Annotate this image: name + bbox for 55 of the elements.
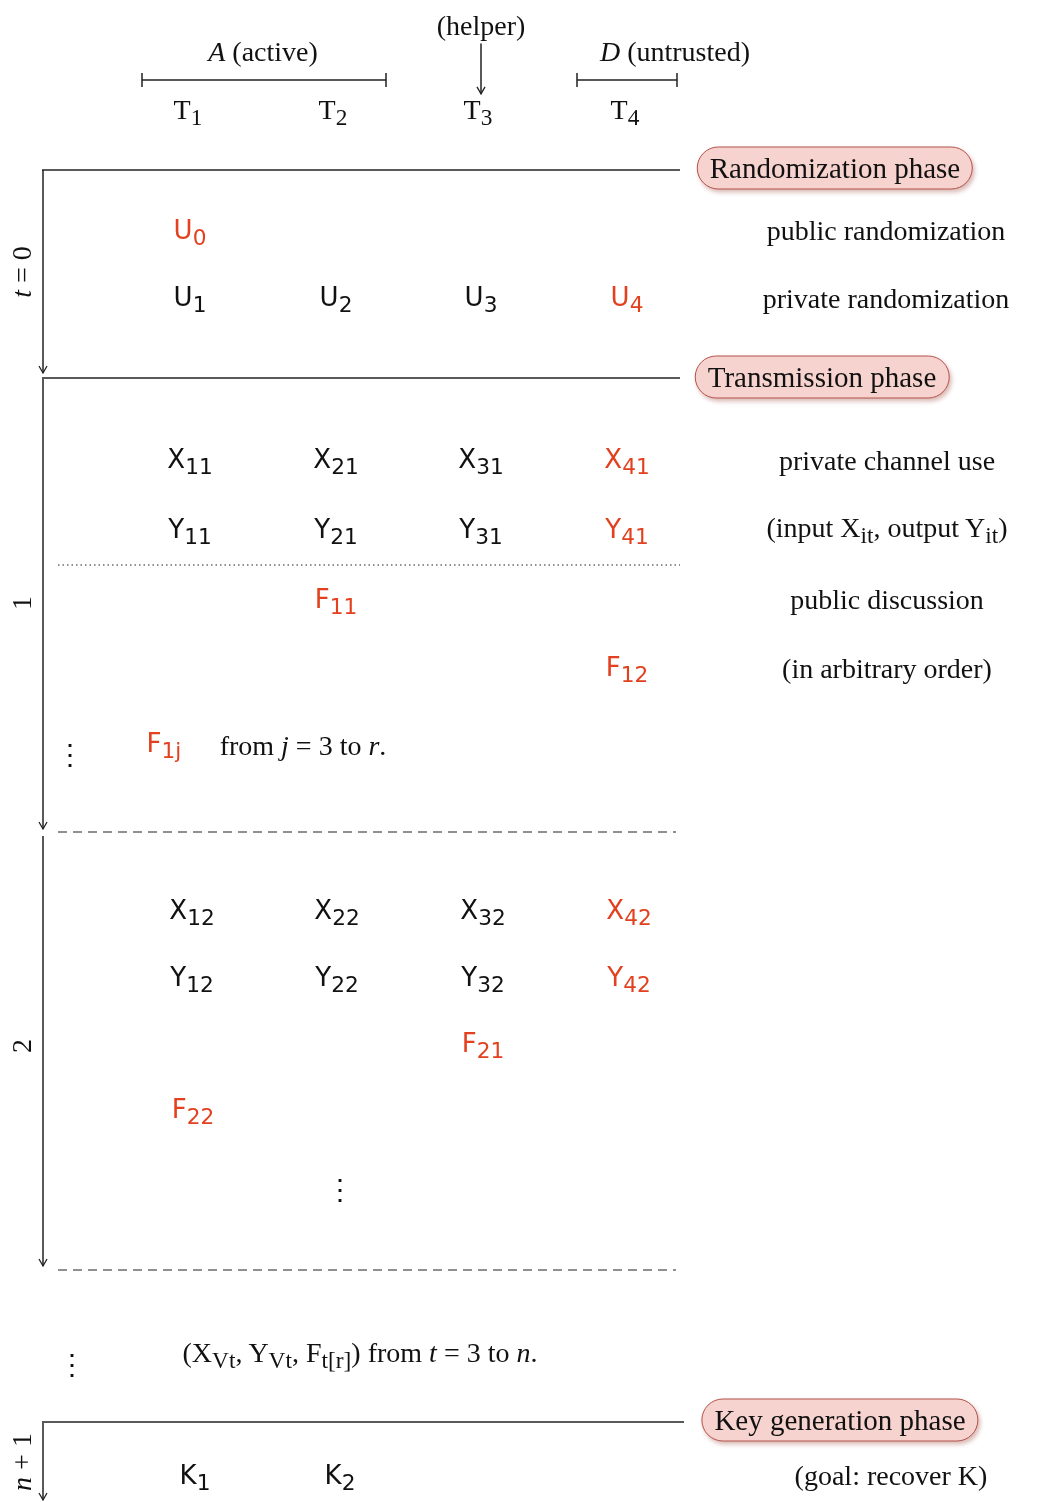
- variable-label: U$_{3}$: [464, 283, 498, 317]
- time-label: 2: [6, 1039, 38, 1053]
- step-description: public discussion: [790, 584, 984, 616]
- ellipsis: ⋮: [56, 739, 84, 771]
- variable-label: X$_{12}$: [169, 896, 215, 930]
- group-label: A (active): [208, 36, 318, 68]
- phase-badge: Randomization phase: [696, 146, 974, 190]
- step-description: private randomization: [762, 283, 1010, 315]
- time-label: n + 1: [6, 1433, 38, 1491]
- variable-label: Y$_{12}$: [170, 963, 214, 997]
- time-label: t = 0: [6, 246, 38, 298]
- variable-label: F$_{1j}$: [146, 729, 182, 763]
- phase-badge: Key generation phase: [701, 1398, 979, 1442]
- variable-label: Y$_{22}$: [315, 963, 359, 997]
- variable-label: X$_{42}$: [606, 896, 652, 930]
- terminal-label: T$_{4}$: [610, 94, 640, 132]
- variable-label: Y$_{41}$: [605, 515, 649, 549]
- variable-label: X$_{11}$: [167, 445, 213, 479]
- step-description: (input X$_{it}$, output Y$_{it}$): [766, 512, 1008, 550]
- ellipsis: ⋮: [58, 1349, 86, 1381]
- variable-label: U$_{1}$: [173, 283, 207, 317]
- variable-label: U$_{0}$: [173, 216, 207, 250]
- terminal-label: T$_{1}$: [173, 94, 203, 132]
- variable-label: F$_{11}$: [314, 585, 358, 619]
- ellipsis: ⋮: [326, 1174, 354, 1206]
- step-description: private channel use: [778, 445, 996, 477]
- role-label: (helper): [436, 10, 526, 42]
- variable-label: U$_{4}$: [610, 283, 644, 317]
- variable-label: Y$_{42}$: [607, 963, 651, 997]
- variable-label: Y$_{32}$: [461, 963, 505, 997]
- note-text: (X$_{Vt}$, Y$_{Vt}$, F$_{t[r]}$) from t = 3 to n.: [182, 1337, 538, 1375]
- variable-label: K$_{2}$: [324, 1461, 356, 1495]
- variable-label: X$_{22}$: [314, 896, 360, 930]
- note-text: from j = 3 to r.: [219, 730, 387, 762]
- phase-badge: Transmission phase: [694, 355, 950, 399]
- variable-label: X$_{32}$: [460, 896, 506, 930]
- group-label: D (untrusted): [599, 36, 751, 68]
- step-description: public randomization: [766, 215, 1006, 247]
- variable-label: F$_{21}$: [461, 1029, 505, 1063]
- variable-label: K$_{1}$: [179, 1461, 211, 1495]
- variable-label: F$_{12}$: [605, 653, 649, 687]
- variable-label: Y$_{21}$: [314, 515, 358, 549]
- variable-label: X$_{21}$: [313, 445, 359, 479]
- variable-label: U$_{2}$: [319, 283, 353, 317]
- terminal-label: T$_{2}$: [318, 94, 348, 132]
- variable-label: F$_{22}$: [171, 1095, 215, 1129]
- terminal-label: T$_{3}$: [463, 94, 493, 132]
- arrow: [476, 42, 486, 95]
- step-description: (goal: recover K): [794, 1460, 988, 1492]
- step-description: (in arbitrary order): [782, 653, 992, 685]
- time-label: 1: [6, 596, 38, 610]
- variable-label: X$_{31}$: [458, 445, 504, 479]
- variable-label: X$_{41}$: [604, 445, 650, 479]
- variable-label: Y$_{31}$: [459, 515, 503, 549]
- variable-label: Y$_{11}$: [168, 515, 212, 549]
